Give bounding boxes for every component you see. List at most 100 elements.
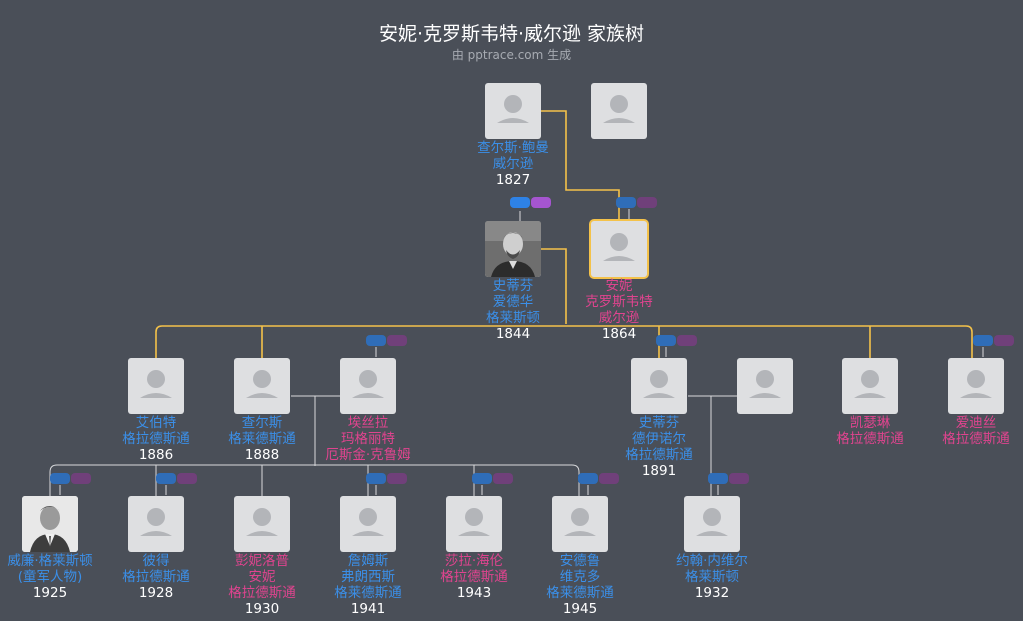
add-female-child-button[interactable] bbox=[177, 473, 197, 484]
person-name-line: 格拉德斯通 bbox=[440, 569, 508, 585]
person-avatar-icon[interactable] bbox=[842, 358, 898, 414]
person-avatar-icon[interactable] bbox=[591, 221, 647, 277]
person-avatar-icon[interactable] bbox=[340, 358, 396, 414]
add-male-child-button[interactable] bbox=[578, 473, 598, 484]
add-male-child-button[interactable] bbox=[656, 335, 676, 346]
person-name-line: 查尔斯 bbox=[241, 415, 283, 431]
connector-gen2 bbox=[155, 248, 973, 358]
add-male-child-button[interactable] bbox=[366, 335, 386, 346]
birth-year: 1864 bbox=[601, 326, 637, 342]
birth-year: 1943 bbox=[456, 585, 492, 601]
person-label[interactable]: 埃丝拉玛格丽特厄斯金·克鲁姆 bbox=[293, 415, 443, 463]
add-female-child-button[interactable] bbox=[677, 335, 697, 346]
add-male-child-button[interactable] bbox=[366, 473, 386, 484]
add-female-child-button[interactable] bbox=[493, 473, 513, 484]
person-avatar-icon[interactable] bbox=[128, 496, 184, 552]
add-female-child-button[interactable] bbox=[531, 197, 551, 208]
person-name-line: 彼得 bbox=[142, 553, 170, 569]
person-avatar-icon[interactable] bbox=[128, 358, 184, 414]
add-female-child-button[interactable] bbox=[71, 473, 91, 484]
birth-year: 1827 bbox=[495, 172, 531, 188]
person-name-line: 德伊诺尔 bbox=[632, 431, 686, 447]
person-avatar-icon[interactable] bbox=[340, 496, 396, 552]
person-name-line: 安妮 bbox=[248, 569, 276, 585]
person-name-line: 玛格丽特 bbox=[341, 431, 395, 447]
person-name-line: 莎拉·海伦 bbox=[444, 553, 504, 569]
birth-year: 1886 bbox=[138, 447, 174, 463]
person-name-line: 格莱德斯通 bbox=[228, 431, 296, 447]
person-name-line: 安妮 bbox=[605, 278, 633, 294]
add-female-child-button[interactable] bbox=[599, 473, 619, 484]
page-subtitle: 由 pptrace.com 生成 bbox=[451, 48, 572, 62]
person-name-line: 格拉德斯通 bbox=[122, 569, 190, 585]
person-name-line: 查尔斯·鲍曼 bbox=[477, 140, 549, 156]
person-name-line: 厄斯金·克鲁姆 bbox=[325, 447, 411, 463]
person-avatar-icon[interactable] bbox=[948, 358, 1004, 414]
add-female-child-button[interactable] bbox=[387, 473, 407, 484]
person-photo[interactable] bbox=[22, 496, 78, 552]
person-avatar-icon[interactable] bbox=[684, 496, 740, 552]
person-label[interactable]: 凯瑟琳格拉德斯通 bbox=[795, 415, 945, 447]
person-name-line: (童军人物) bbox=[17, 569, 83, 585]
person-name-line: 凯瑟琳 bbox=[849, 415, 891, 431]
person-name-line: 埃丝拉 bbox=[347, 415, 389, 431]
add-female-child-button[interactable] bbox=[994, 335, 1014, 346]
person-name-line: 格莱斯顿 bbox=[486, 310, 540, 326]
birth-year: 1941 bbox=[350, 601, 386, 617]
birth-year: 1930 bbox=[244, 601, 280, 617]
person-avatar-icon[interactable] bbox=[591, 83, 647, 139]
add-female-child-button[interactable] bbox=[729, 473, 749, 484]
birth-year: 1888 bbox=[244, 447, 280, 463]
person-name-line: 安德鲁 bbox=[559, 553, 601, 569]
person-photo[interactable] bbox=[485, 221, 541, 277]
add-male-child-button[interactable] bbox=[472, 473, 492, 484]
person-name-line: 威尔逊 bbox=[598, 310, 640, 326]
person-name-line: 弗朗西斯 bbox=[341, 569, 395, 585]
person-avatar-icon[interactable] bbox=[737, 358, 793, 414]
add-female-child-button[interactable] bbox=[387, 335, 407, 346]
birth-year: 1925 bbox=[32, 585, 68, 601]
person-avatar-icon[interactable] bbox=[234, 358, 290, 414]
person-avatar-icon[interactable] bbox=[631, 358, 687, 414]
add-male-child-button[interactable] bbox=[973, 335, 993, 346]
add-male-child-button[interactable] bbox=[50, 473, 70, 484]
add-female-child-button[interactable] bbox=[637, 197, 657, 208]
person-name-line: 彭妮洛普 bbox=[235, 553, 289, 569]
person-avatar-icon[interactable] bbox=[234, 496, 290, 552]
person-name-line: 格拉德斯通 bbox=[228, 585, 296, 601]
birth-year: 1891 bbox=[641, 463, 677, 479]
person-label[interactable]: 爱迪丝格拉德斯通 bbox=[901, 415, 1023, 447]
page-title: 安妮·克罗斯韦特·威尔逊 家族树 bbox=[378, 23, 645, 45]
add-male-child-button[interactable] bbox=[510, 197, 530, 208]
person-name-line: 爱德华 bbox=[492, 294, 534, 310]
person-avatar-icon[interactable] bbox=[485, 83, 541, 139]
person-avatar-icon[interactable] bbox=[446, 496, 502, 552]
add-male-child-button[interactable] bbox=[156, 473, 176, 484]
connector-badges bbox=[59, 209, 984, 495]
add-male-child-button[interactable] bbox=[616, 197, 636, 208]
person-avatar-icon[interactable] bbox=[552, 496, 608, 552]
birth-year: 1928 bbox=[138, 585, 174, 601]
person-name-line: 格莱德斯通 bbox=[334, 585, 402, 601]
person-name-line: 约翰·内维尔 bbox=[676, 553, 748, 569]
add-male-child-button[interactable] bbox=[708, 473, 728, 484]
person-name-line: 史蒂芬 bbox=[638, 415, 680, 431]
birth-year: 1932 bbox=[694, 585, 730, 601]
person-name-line: 克罗斯韦特 bbox=[585, 294, 653, 310]
person-name-line: 史蒂芬 bbox=[492, 278, 534, 294]
person-name-line: 格莱斯顿 bbox=[685, 569, 739, 585]
person-name-line: 格拉德斯通 bbox=[836, 431, 904, 447]
person-label[interactable]: 威廉·格莱斯顿(童军人物)1925 bbox=[0, 553, 125, 601]
